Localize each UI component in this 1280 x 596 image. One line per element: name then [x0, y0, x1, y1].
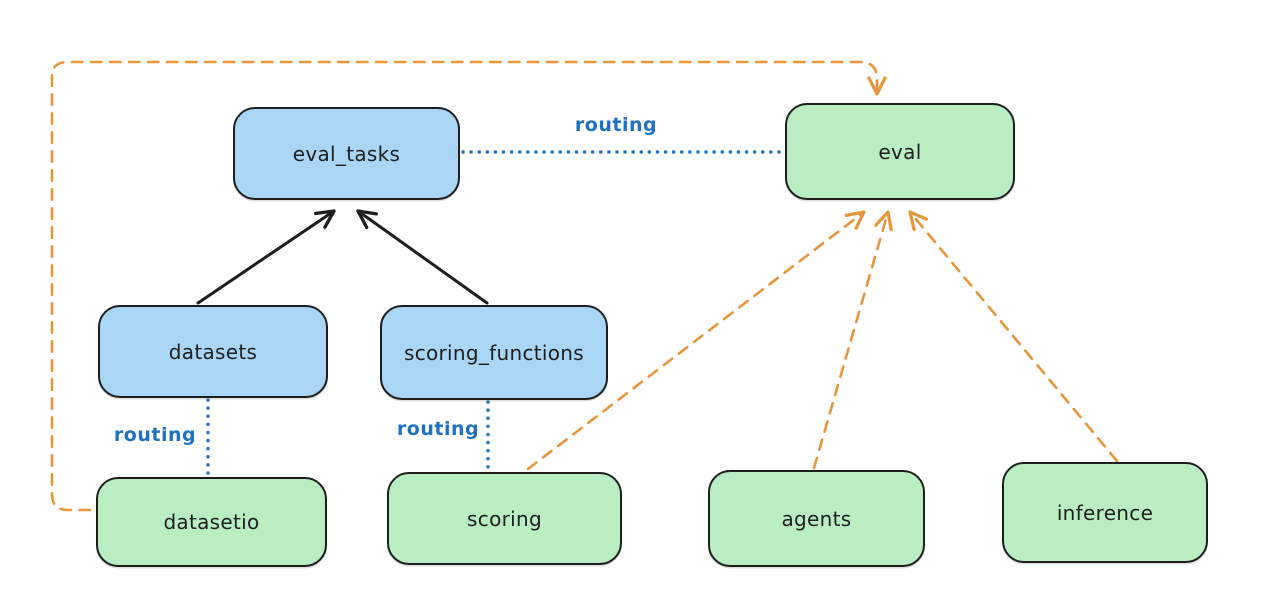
node-datasets-label: datasets [168, 339, 258, 364]
edge-inference-to-eval [908, 210, 1119, 463]
node-eval: eval [785, 103, 1015, 200]
node-scoring-label: scoring [467, 506, 542, 531]
edge-scoring-to-eval [526, 210, 866, 471]
node-datasetio: datasetio [96, 477, 327, 567]
node-agents-label: agents [781, 506, 852, 531]
node-eval-label: eval [878, 139, 922, 164]
edge-scoring-functions-to-eval-tasks [356, 209, 489, 305]
node-scoring: scoring [387, 472, 622, 565]
node-datasets: datasets [98, 305, 328, 398]
routing-label-scoring-functions-scoring: routing [396, 418, 480, 440]
node-inference-label: inference [1056, 500, 1154, 525]
node-eval-tasks: eval_tasks [233, 107, 460, 200]
routing-label-datasets-datasetio: routing [113, 424, 197, 446]
node-inference: inference [1002, 462, 1208, 563]
edge-datasetio-to-eval-loop [50, 60, 887, 512]
node-eval-tasks-label: eval_tasks [292, 141, 401, 166]
node-scoring-functions: scoring_functions [380, 305, 608, 400]
routing-label-eval-tasks-eval: routing [574, 114, 658, 136]
edge-agents-to-eval [812, 210, 893, 470]
node-datasetio-label: datasetio [163, 510, 260, 534]
node-agents: agents [708, 470, 925, 567]
node-scoring-functions-label: scoring_functions [403, 340, 585, 365]
edge-datasets-to-eval-tasks [196, 209, 336, 305]
